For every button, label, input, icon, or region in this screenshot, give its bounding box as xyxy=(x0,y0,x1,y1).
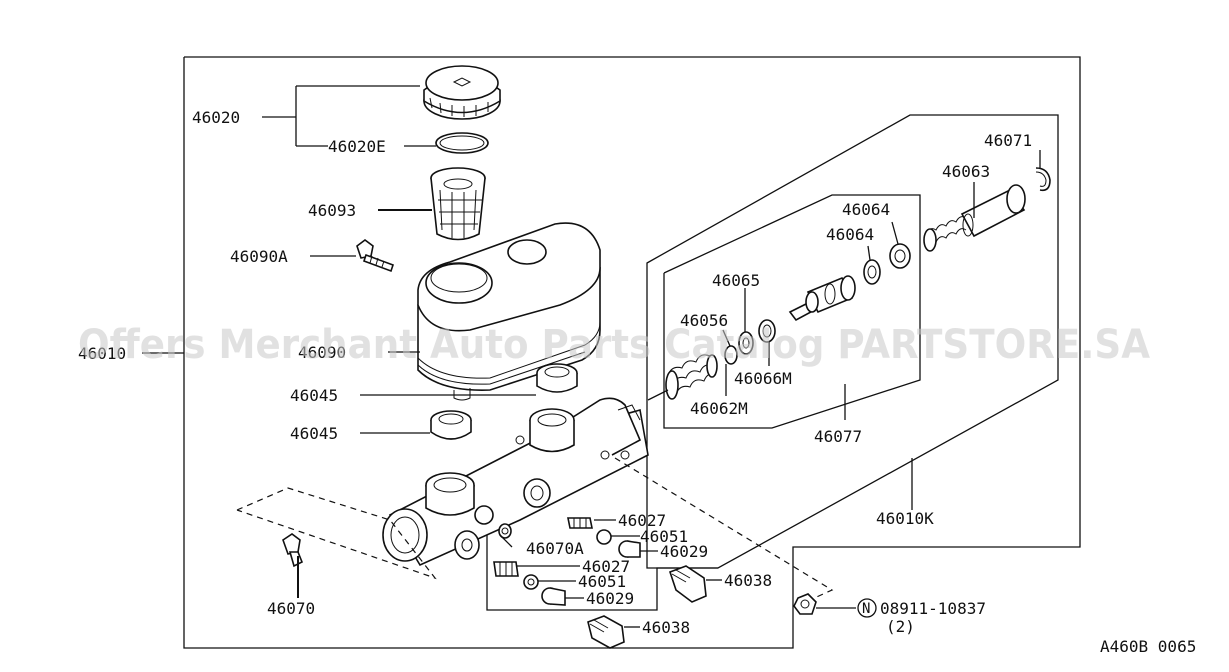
label-46020e: 46020E xyxy=(328,137,386,156)
cup-seal-46064-inner-part[interactable] xyxy=(863,259,881,285)
cup-seal-46064-outer-part[interactable] xyxy=(889,243,911,269)
reservoir-cap-part[interactable] xyxy=(423,65,501,120)
label-46010: 46010 xyxy=(78,344,126,363)
seat-upper-part[interactable] xyxy=(596,529,612,545)
label-46051-lower: 46051 xyxy=(578,572,626,591)
secondary-piston-part[interactable] xyxy=(923,184,1026,252)
label-46045-upper: 46045 xyxy=(290,386,338,405)
label-46064-upper: 46064 xyxy=(842,200,890,219)
label-46029-upper: 46029 xyxy=(660,542,708,561)
label-46066m: 46066M xyxy=(734,369,792,388)
label-46027-upper: 46027 xyxy=(618,511,666,530)
outer-frame xyxy=(183,56,1081,649)
plug-lower-part[interactable] xyxy=(541,587,566,606)
label-46071: 46071 xyxy=(984,131,1032,150)
reservoir-body-part[interactable] xyxy=(417,222,601,401)
label-46070a: 46070A xyxy=(526,539,584,558)
piston-ring-46066m-part[interactable] xyxy=(758,319,776,343)
cylinder-body-part[interactable] xyxy=(382,397,649,567)
label-46064-lower: 46064 xyxy=(826,225,874,244)
plug-upper-part[interactable] xyxy=(618,540,641,558)
frame-46077 xyxy=(663,194,921,429)
check-valve-lower-part[interactable] xyxy=(493,561,519,577)
label-46062m: 46062M xyxy=(690,399,748,418)
strainer-part[interactable] xyxy=(430,167,486,241)
label-46093: 46093 xyxy=(308,201,356,220)
label-46090: 46090 xyxy=(298,343,346,362)
frame-valve-group xyxy=(486,520,718,611)
grommet-upper-part[interactable] xyxy=(536,363,578,393)
label-46063: 46063 xyxy=(942,162,990,181)
label-46038-lower: 46038 xyxy=(642,618,690,637)
seat-lower-part[interactable] xyxy=(523,574,539,590)
bleeder-screw-part[interactable] xyxy=(282,533,304,568)
grommet-lower-part[interactable] xyxy=(430,410,472,440)
snap-ring-part[interactable] xyxy=(1035,167,1051,192)
label-46090a: 46090A xyxy=(230,247,288,266)
seal-cup-part[interactable] xyxy=(724,345,738,365)
ring-46070a-part[interactable] xyxy=(498,523,512,539)
label-46056: 46056 xyxy=(680,311,728,330)
nut-symbol-letter: N xyxy=(862,601,870,617)
label-46065: 46065 xyxy=(712,271,760,290)
piston-ring-46056-part[interactable] xyxy=(738,331,754,355)
watermark-text: Offers Merchant Auto Parts Catalog PARTS… xyxy=(78,322,1150,368)
reservoir-screw-part[interactable] xyxy=(356,239,395,273)
piston-spring-part[interactable] xyxy=(665,354,718,400)
check-valve-upper-part[interactable] xyxy=(567,517,593,529)
cap-plug-upper-part[interactable] xyxy=(668,565,707,603)
label-46051-upper: 46051 xyxy=(640,527,688,546)
frame-46010k xyxy=(646,114,1059,569)
dashed-leader-left xyxy=(236,487,437,580)
primary-piston-part[interactable] xyxy=(788,275,856,322)
nut-part[interactable] xyxy=(793,593,817,615)
label-08911-10837: 08911-10837 xyxy=(880,599,986,618)
nut-symbol-icon xyxy=(857,598,877,618)
cap-plug-lower-part[interactable] xyxy=(587,615,625,649)
label-46027-lower: 46027 xyxy=(582,557,630,576)
diagram-code: A460B 0065 xyxy=(1100,637,1196,656)
label-46020: 46020 xyxy=(192,108,240,127)
dashed-leader-right xyxy=(614,457,834,601)
label-46029-lower: 46029 xyxy=(586,589,634,608)
label-46010k: 46010K xyxy=(876,509,934,528)
label-quantity: (2) xyxy=(886,617,915,636)
label-46045-lower: 46045 xyxy=(290,424,338,443)
label-46038-upper: 46038 xyxy=(724,571,772,590)
cap-gasket-part[interactable] xyxy=(435,132,489,154)
label-46077: 46077 xyxy=(814,427,862,446)
label-46070: 46070 xyxy=(267,599,315,618)
leader-lines xyxy=(142,85,1041,628)
